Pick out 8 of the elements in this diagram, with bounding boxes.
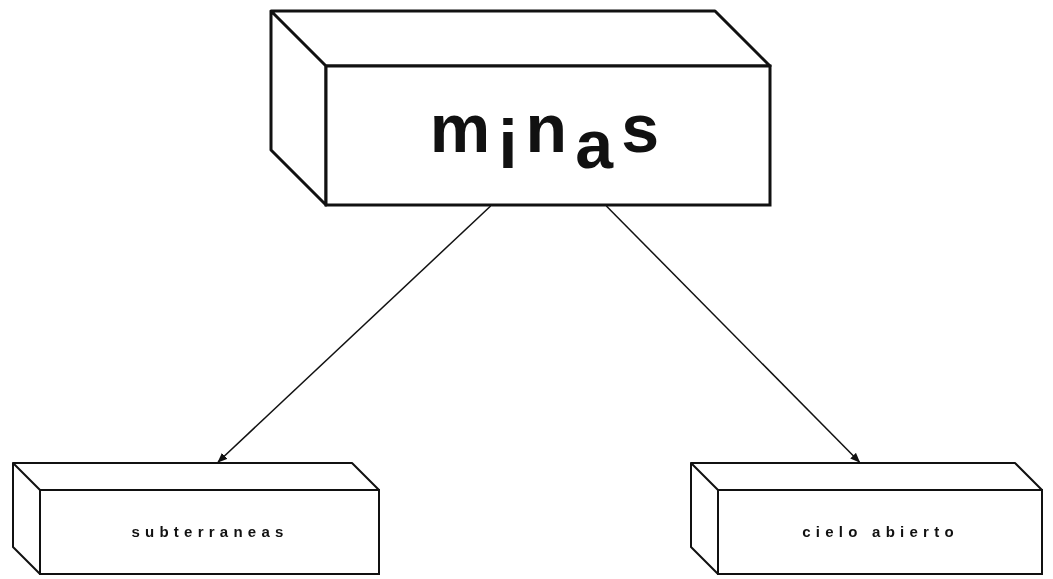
arrow <box>605 205 861 463</box>
box-3d <box>270 10 771 206</box>
arrow <box>217 205 492 463</box>
box-label: cielo abierto <box>802 522 959 543</box>
box-label: subterraneas <box>131 522 289 543</box>
box-3d <box>12 462 380 575</box>
box-title: minas <box>429 102 668 170</box>
box-3d <box>690 462 1043 575</box>
